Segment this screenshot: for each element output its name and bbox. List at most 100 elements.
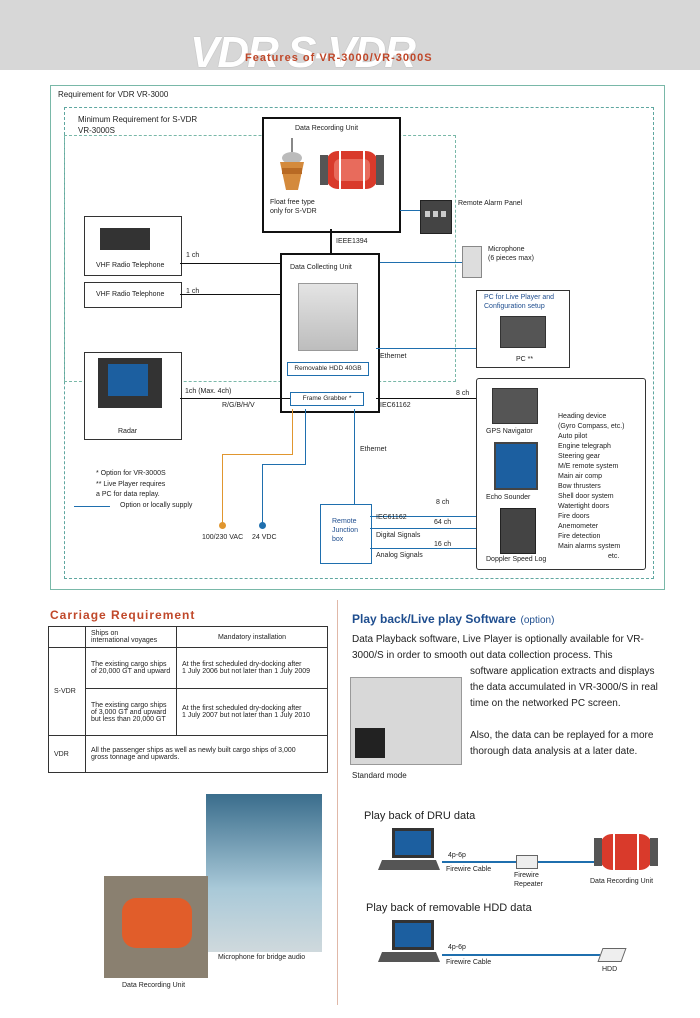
sensor-item: (Gyro Compass, etc.) bbox=[558, 423, 625, 430]
dru-title: Data Recording Unit bbox=[295, 125, 359, 132]
mic-connector bbox=[378, 262, 462, 263]
table-cell: At the first scheduled dry-docking after… bbox=[176, 688, 328, 736]
dcu-title: Data Collecting Unit bbox=[290, 264, 352, 271]
logo: VDR S-VDR bbox=[190, 28, 416, 77]
microphone-label-1: Microphone bbox=[488, 246, 525, 253]
echo-label: Echo Sounder bbox=[486, 494, 531, 501]
radar-ch-label: 1ch (Max. 4ch) bbox=[185, 388, 232, 395]
sensor-list: Heading device (Gyro Compass, etc.) Auto… bbox=[558, 412, 625, 562]
microphone-caption: Microphone for bridge audio bbox=[218, 954, 306, 961]
power-dc-drop bbox=[262, 464, 263, 524]
doppler-log-icon bbox=[500, 508, 536, 554]
dcu-cabinet-icon bbox=[298, 283, 358, 351]
vhf-radio-2-label: VHF Radio Telephone bbox=[96, 291, 165, 298]
vhf1-connector bbox=[180, 263, 280, 264]
playback-para-3: Also, the data can be replayed for a mor… bbox=[470, 730, 654, 757]
ch8-label-a: 8 ch bbox=[456, 390, 470, 397]
vhf2-connector bbox=[180, 294, 280, 295]
hdd-box: Removable HDD 40GB bbox=[287, 362, 369, 376]
power-ac-vertical bbox=[292, 409, 293, 454]
software-screenshot bbox=[350, 677, 462, 765]
power-dc-terminal bbox=[259, 522, 266, 529]
float-free-label-1: Float free type bbox=[270, 199, 315, 206]
sensor-item: Auto pilot bbox=[558, 433, 588, 440]
ethernet-label-1: Ethernet bbox=[380, 353, 407, 360]
pc-title-1: PC for Live Player and bbox=[484, 294, 555, 301]
junction-ethernet-connector bbox=[354, 409, 355, 504]
doppler-label: Doppler Speed Log bbox=[486, 556, 547, 563]
echo-sounder-icon bbox=[494, 442, 538, 490]
power-ac-drop bbox=[222, 454, 223, 524]
hdd-icon bbox=[597, 948, 627, 962]
sensor-item: Shell door system bbox=[558, 493, 614, 500]
table-cell: All the passenger ships as well as newly… bbox=[85, 735, 328, 773]
table-cell: Mandatory installation bbox=[176, 626, 328, 648]
remote-alarm-label: Remote Alarm Panel bbox=[458, 200, 523, 207]
gps-label: GPS Navigator bbox=[486, 428, 533, 435]
legend-line bbox=[74, 506, 110, 507]
sensor-item: Fire detection bbox=[558, 533, 601, 540]
req-vdr-label: Requirement for VDR VR-3000 bbox=[58, 90, 169, 99]
carriage-title: Carriage Requirement bbox=[50, 608, 196, 622]
remote-junction-box bbox=[320, 504, 372, 564]
playback-option: (option) bbox=[520, 615, 555, 626]
dru-caption: Data Recording Unit bbox=[122, 982, 186, 989]
junction-line-3 bbox=[370, 548, 476, 549]
svdr-requirement-box bbox=[64, 135, 456, 382]
playback-title: Play back/Live play Software bbox=[352, 612, 517, 626]
ethernet-label-2: Ethernet bbox=[360, 446, 387, 453]
power-ac-horizontal bbox=[222, 454, 293, 455]
hdd-cable bbox=[442, 954, 600, 956]
microphone-icon bbox=[462, 246, 482, 278]
table-cell bbox=[48, 626, 86, 648]
hdd-label: HDD bbox=[602, 966, 618, 973]
ieee-connector bbox=[330, 229, 332, 253]
frame-grabber-box: Frame Grabber * bbox=[290, 392, 364, 406]
laptop-icon bbox=[500, 316, 546, 348]
header-subtitle: Features of VR-3000/VR-3000S bbox=[245, 52, 433, 64]
power-dc-label: 24 VDC bbox=[252, 534, 277, 541]
vhf-radio-icon bbox=[100, 228, 150, 250]
sensor-item: Fire doors bbox=[558, 513, 590, 520]
power-dc-horizontal bbox=[262, 464, 306, 465]
laptop-icon bbox=[378, 828, 440, 870]
table-cell: S-VDR bbox=[48, 647, 86, 736]
dru-photo bbox=[104, 876, 208, 978]
analog-signals-label: Analog Signals bbox=[376, 552, 423, 559]
pin-label-2: 4p-6p bbox=[448, 944, 466, 951]
table-cell: At the first scheduled dry-docking after… bbox=[176, 647, 328, 689]
vhf-radio-2-box bbox=[84, 282, 182, 308]
ch16-label: 16 ch bbox=[434, 541, 452, 548]
note-3: Option or locally supply bbox=[120, 502, 193, 509]
laptop-icon bbox=[378, 920, 440, 962]
power-ac-terminal bbox=[219, 522, 226, 529]
repeater-label-1: Firewire bbox=[514, 872, 539, 879]
vhf-radio-1-label: VHF Radio Telephone bbox=[96, 262, 165, 269]
sensor-item: Engine telegraph bbox=[558, 443, 611, 450]
hdd-playback-title: Play back of removable HDD data bbox=[366, 902, 532, 914]
pin-label-1: 4p-6p bbox=[448, 852, 466, 859]
column-divider bbox=[337, 600, 338, 1005]
dru-unit-label: Data Recording Unit bbox=[590, 878, 654, 885]
dru-capsule-icon bbox=[320, 151, 384, 189]
junction-label-2: Junction bbox=[332, 527, 359, 534]
dru-playback-title: Play back of DRU data bbox=[364, 810, 476, 822]
ieee-label: IEEE1394 bbox=[336, 238, 368, 245]
pc-title-2: Configuration setup bbox=[484, 303, 545, 310]
sensor-item: Heading device bbox=[558, 413, 607, 420]
float-free-label-2: only for S-VDR bbox=[270, 208, 317, 215]
sensor-item: Main alarms system bbox=[558, 543, 621, 550]
firewire-cable-label-2: Firewire Cable bbox=[446, 959, 492, 966]
vhf2-ch: 1 ch bbox=[186, 288, 200, 295]
sensor-item: Main air comp bbox=[558, 473, 602, 480]
radar-display-icon bbox=[98, 358, 162, 408]
alarm-connector bbox=[400, 210, 420, 211]
sensor-item: M/E remote system bbox=[558, 463, 619, 470]
sensor-item: Anemometer bbox=[558, 523, 599, 530]
